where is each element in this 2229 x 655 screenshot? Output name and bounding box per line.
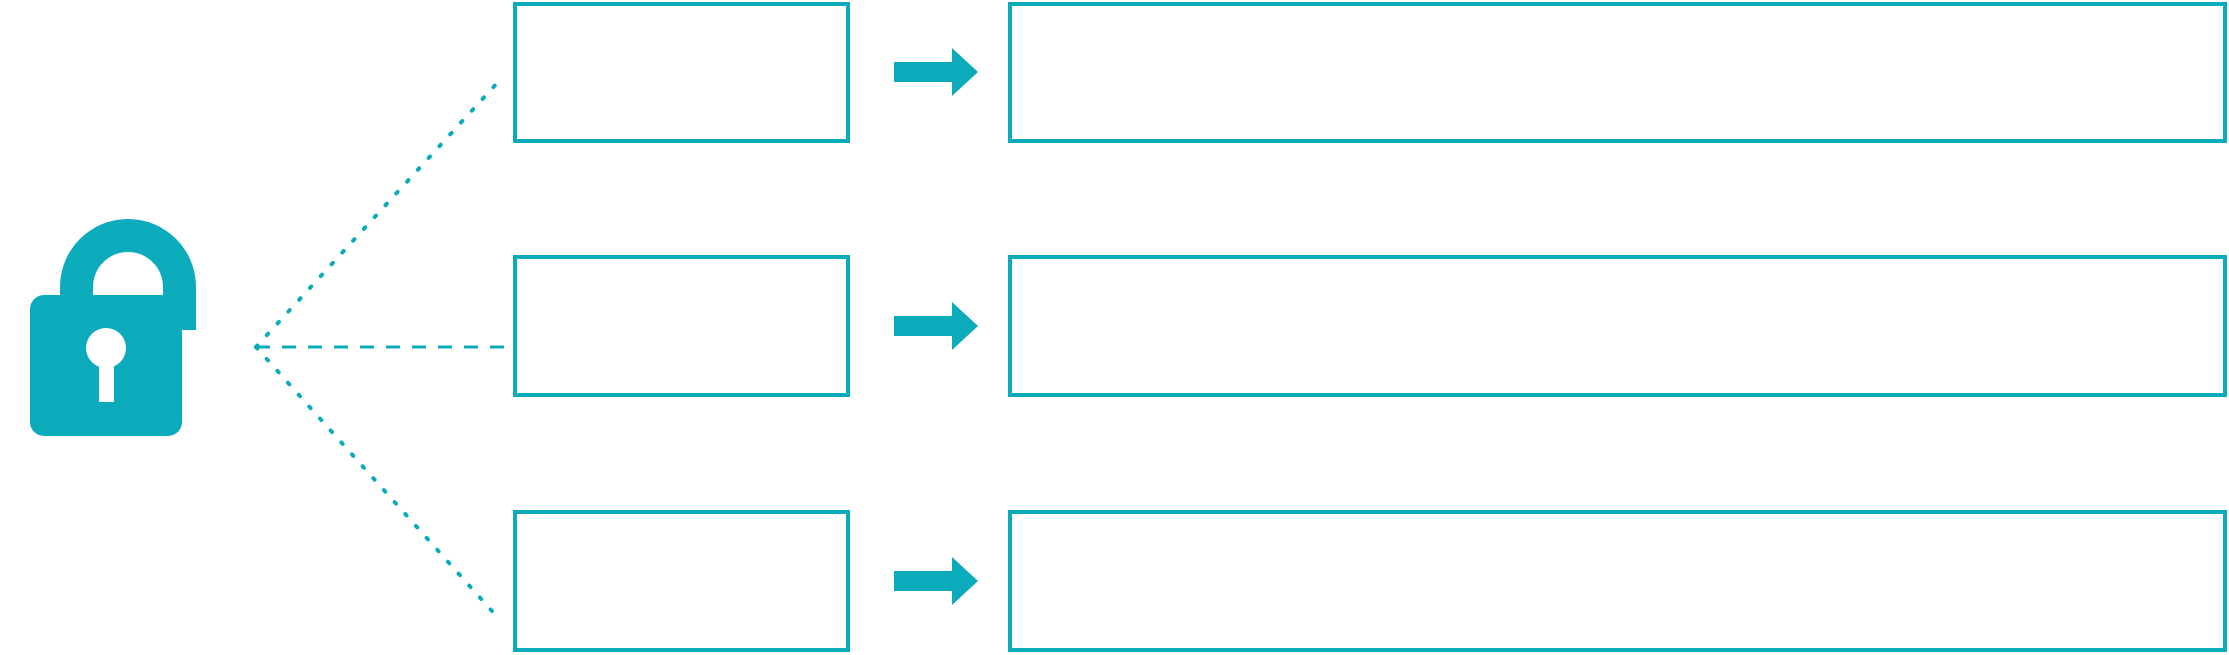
row-2-large-box[interactable] xyxy=(1008,255,2227,397)
row-1-group xyxy=(513,2,2227,143)
connector-lines xyxy=(254,80,508,622)
lock-icon xyxy=(30,219,196,436)
connector-line-bottom xyxy=(254,345,502,622)
row-1-large-box[interactable] xyxy=(1008,2,2227,143)
row-1-small-box[interactable] xyxy=(513,2,850,143)
row-2-small-box[interactable] xyxy=(513,255,850,397)
row-3-arrow-right-icon xyxy=(894,557,978,605)
row-3-group xyxy=(513,510,2227,652)
row-2-group xyxy=(513,255,2227,397)
row-3-large-box[interactable] xyxy=(1008,510,2227,652)
connector-line-top xyxy=(254,80,500,349)
row-2-arrow-right-icon xyxy=(894,302,978,350)
row-3-small-box[interactable] xyxy=(513,510,850,652)
row-1-arrow-right-icon xyxy=(894,48,978,96)
